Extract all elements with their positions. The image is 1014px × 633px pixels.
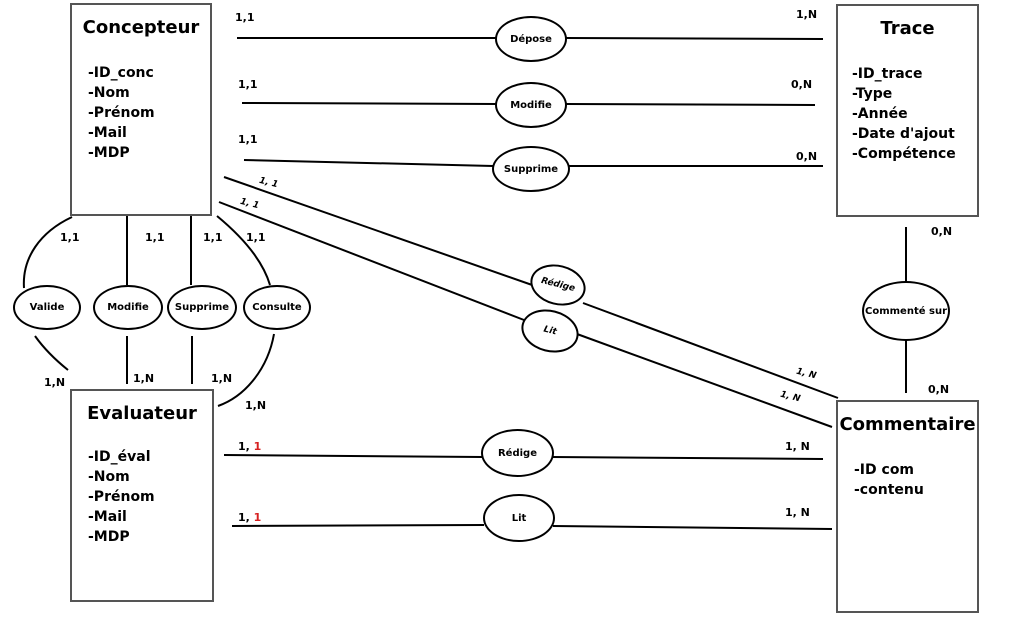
link-consulte-top [216,215,271,286]
card-lit-eval: 1, 1 [238,511,261,524]
card-redige-com2: 1, N [785,440,810,453]
card-trace-comment: 0,N [931,225,953,238]
attribute: -Année [852,106,908,122]
attribute: -ID_éval [88,449,151,465]
entity-title: Concepteur [82,17,200,38]
attribute: -MDP [88,529,130,545]
attribute: -MDP [88,145,130,161]
link-modifie-right [565,103,816,106]
entity-title: Evaluateur [87,403,197,424]
link-lit-eval-left [231,524,485,527]
link-depose-right [565,37,824,40]
entity-commentaire[interactable]: Commentaire -ID com -contenu [836,400,979,613]
card-modifie-eval: 1,N [133,372,155,385]
card-depose-conc: 1,1 [235,11,255,24]
link-valide-bottom [34,335,69,371]
attribute: -Mail [88,509,127,525]
card-modifie-trace: 0,N [791,78,813,91]
entity-attributes: -ID_conc -Nom -Prénom -Mail -MDP [88,63,155,163]
relation-supprime-trace[interactable]: Supprime [492,146,570,192]
card-highlight: 1 [253,511,262,524]
attribute: -ID_conc [88,65,154,81]
relation-commente-sur[interactable]: Commenté sur [862,281,950,341]
link-redige-diag-right [582,302,839,399]
card-supprime-conc: 1,1 [238,133,258,146]
attribute: -Nom [88,469,130,485]
attribute: -Nom [88,85,130,101]
card-valide-conc: 1,1 [60,231,80,244]
entity-attributes: -ID com -contenu [854,460,924,500]
link-consulte-bottom [217,333,275,407]
attribute: -ID com [854,462,915,478]
relation-lit-eval[interactable]: Lit [483,494,555,542]
attribute: -Mail [88,125,127,141]
card-consulte-conc: 1,1 [246,231,266,244]
relation-consulte[interactable]: Consulte [243,285,311,330]
attribute: -Prénom [88,489,155,505]
relation-supprime-eval[interactable]: Supprime [167,285,237,330]
relation-modifie-eval[interactable]: Modifie [93,285,163,330]
link-modifie-left [241,102,498,105]
link-redige-diag-left [223,176,536,287]
card-lit-com2: 1, N [785,506,810,519]
link-redige-eval-right [551,456,824,460]
entity-attributes: -ID_éval -Nom -Prénom -Mail -MDP [88,447,155,547]
card-modifie-conc2: 1,1 [145,231,165,244]
entity-title: Trace [880,18,935,39]
attribute: -Compétence [852,146,956,162]
link-lit-eval-right [552,525,833,530]
relation-modifie-trace[interactable]: Modifie [495,82,567,128]
card-supprime-conc2: 1,1 [203,231,223,244]
card-com-comment: 0,N [928,383,950,396]
card-supprime-eval: 1,N [211,372,233,385]
attribute: -Date d'ajout [852,126,955,142]
card-prefix: 1, [238,511,254,524]
card-redige-eval: 1, 1 [238,440,261,453]
card-prefix: 1, [238,440,254,453]
attribute: -Prénom [88,105,155,121]
entity-attributes: -ID_trace -Type -Année -Date d'ajout -Co… [852,64,956,164]
card-depose-trace: 1,N [796,8,818,21]
attribute: -ID_trace [852,66,923,82]
relation-valide[interactable]: Valide [13,285,81,330]
entity-evaluateur[interactable]: Evaluateur -ID_éval -Nom -Prénom -Mail -… [70,389,214,602]
entity-title: Commentaire [839,414,976,435]
card-consulte-eval: 1,N [245,399,267,412]
card-modifie-conc: 1,1 [238,78,258,91]
link-lit-diag-right [576,333,833,428]
attribute: -contenu [854,482,924,498]
card-supprime-trace: 0,N [796,150,818,163]
link-valide-top [22,216,73,289]
card-highlight: 1 [253,440,262,453]
attribute: -Type [852,86,893,102]
entity-concepteur[interactable]: Concepteur -ID_conc -Nom -Prénom -Mail -… [70,3,212,216]
relation-depose[interactable]: Dépose [495,16,567,62]
link-lit-diag-left [218,201,525,321]
entity-trace[interactable]: Trace -ID_trace -Type -Année -Date d'ajo… [836,4,979,217]
card-valide-eval: 1,N [44,376,66,389]
relation-redige-eval[interactable]: Rédige [481,429,554,477]
link-redige-eval-left [223,454,483,458]
link-supprime-left [243,159,494,167]
